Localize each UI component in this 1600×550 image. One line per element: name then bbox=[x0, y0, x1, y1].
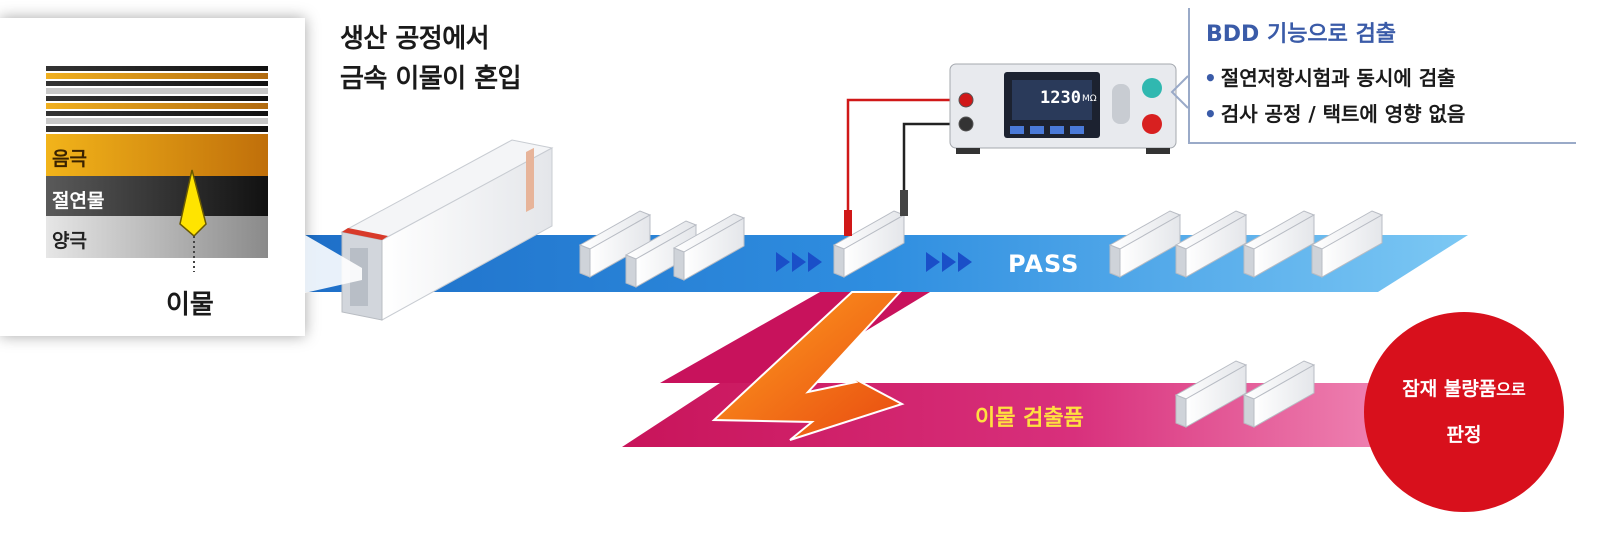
pass-label: PASS bbox=[1008, 250, 1080, 278]
info-title: BDD 기능으로 검출 bbox=[1206, 22, 1397, 47]
info-bullet-2-text: 검사 공정 / 택트에 영향 없음 bbox=[1220, 102, 1466, 126]
info-bullet-2: •검사 공정 / 택트에 영향 없음 bbox=[1204, 98, 1465, 127]
reject-suffix-text: 으로 bbox=[1496, 380, 1526, 399]
lightning-arrow bbox=[711, 291, 905, 441]
reject-judgement-circle: 잠재 불량품으로 판정 bbox=[1364, 312, 1564, 512]
layer-label-anode: 음극 bbox=[52, 148, 87, 170]
tester-display-value: 1230 bbox=[1040, 88, 1081, 108]
flow-arrows-2 bbox=[926, 252, 972, 272]
black-test-lead bbox=[902, 122, 960, 212]
foreign-detected-label: 이물 검출품 bbox=[975, 406, 1084, 431]
insulation-tester bbox=[949, 63, 1177, 154]
flow-arrows-1 bbox=[776, 252, 822, 272]
layer-label-cathode: 양극 bbox=[52, 230, 87, 252]
reject-line-2: 판정 bbox=[1446, 424, 1482, 446]
bdd-info-box: BDD 기능으로 검출 •절연저항시험과 동시에 검출 •검사 공정 / 택트에… bbox=[1188, 8, 1576, 144]
reject-line-1: 잠재 불량품으로 bbox=[1380, 374, 1548, 401]
electrode-layers bbox=[46, 66, 268, 272]
bullet-dot: • bbox=[1204, 102, 1217, 126]
title-line-2: 금속 이물이 혼입 bbox=[340, 64, 522, 94]
small-cells bbox=[578, 210, 1384, 428]
reject-main-text: 잠재 불량품 bbox=[1402, 378, 1497, 400]
info-bullet-1: •절연저항시험과 동시에 검출 bbox=[1204, 62, 1456, 91]
info-pointer bbox=[1170, 75, 1189, 109]
inset-connector bbox=[300, 232, 362, 294]
info-bullet-1-text: 절연저항시험과 동시에 검출 bbox=[1220, 66, 1456, 90]
title-line-1: 생산 공정에서 bbox=[340, 24, 490, 54]
foreign-matter-label: 이물 bbox=[166, 290, 214, 320]
layer-inset-card: 음극 절연물 양극 이물 bbox=[0, 18, 305, 336]
layer-label-insulator: 절연물 bbox=[52, 190, 105, 212]
tester-display-unit: MΩ bbox=[1082, 94, 1097, 104]
battery-cell-large bbox=[340, 139, 554, 321]
bullet-dot: • bbox=[1204, 66, 1217, 90]
red-test-lead bbox=[846, 98, 960, 232]
